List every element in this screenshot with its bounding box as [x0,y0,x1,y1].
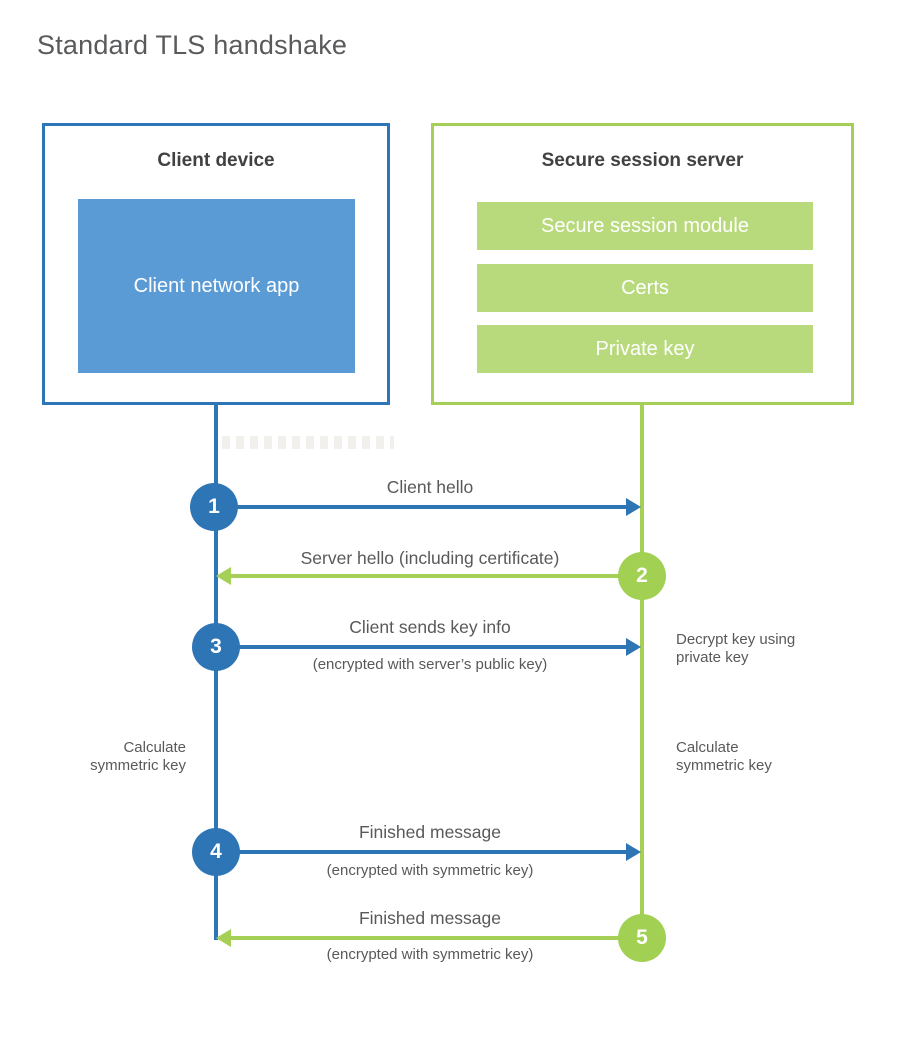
step4-arrow-line [214,850,628,854]
step3-label: Client sends key info [349,617,511,637]
calc-symmetric-key-left: Calculate symmetric key [90,739,186,774]
client-network-app-label: Client network app [133,274,300,297]
client-device-box: Client device Client network app [42,123,390,405]
step4-circle: 4 [192,828,240,876]
step2-circle: 2 [618,552,666,600]
step1-circle: 1 [190,483,238,531]
step2-arrow-line [231,574,642,578]
server-module-secure-session: Secure session module [477,202,813,250]
server-module-certs: Certs [477,264,813,312]
server-lifeline [640,403,644,938]
step1-arrow-line [214,505,628,509]
decrypt-key-note: Decrypt key using private key [676,631,796,666]
step3-arrow-line [214,645,628,649]
step3-circle: 3 [192,623,240,671]
client-network-app-box: Client network app [78,199,355,373]
step3-arrowhead-right-icon [626,638,641,656]
step4-sublabel: (encrypted with symmetric key) [326,862,534,879]
step1-label: Client hello [386,477,474,497]
step1-arrowhead-right-icon [626,498,641,516]
step5-sublabel: (encrypted with symmetric key) [326,946,534,963]
step5-label: Finished message [358,908,502,928]
page-title: Standard TLS handshake [37,30,348,60]
secure-session-server-box: Secure session server Secure session mod… [431,123,854,405]
step4-arrowhead-right-icon [626,843,641,861]
step5-arrowhead-left-icon [216,929,231,947]
calc-symmetric-key-right: Calculate symmetric key [676,739,772,774]
step3-sublabel: (encrypted with server’s public key) [312,656,548,673]
client-device-title: Client device [157,150,275,171]
step5-circle: 5 [618,914,666,962]
client-lifeline [214,403,218,940]
step4-label: Finished message [358,822,502,842]
step2-arrowhead-left-icon [216,567,231,585]
server-module-private-key: Private key [477,325,813,373]
step5-arrow-line [231,936,642,940]
faint-dashed-line [222,436,394,449]
secure-session-server-title: Secure session server [541,150,744,171]
step2-label: Server hello (including certificate) [300,548,560,568]
